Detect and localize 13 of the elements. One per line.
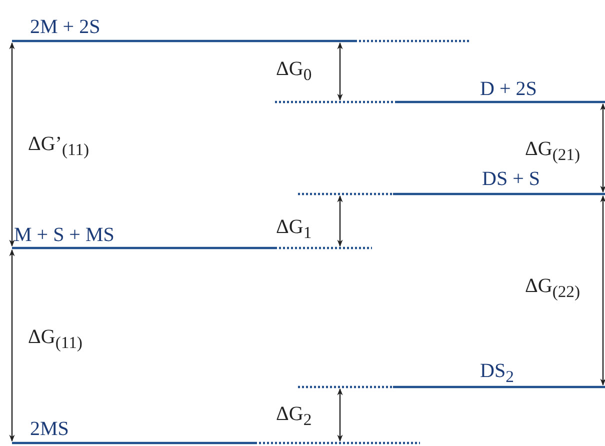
level-label: DS + S (482, 168, 540, 190)
energy-gap-label: ΔG$_{1}$ (276, 216, 312, 244)
level-label: 2MS (30, 418, 69, 440)
level-label: DS$_{2}$ (480, 360, 514, 388)
energy-gap-label: ΔG$_{2}$ (276, 403, 312, 431)
energy-gap-label: ΔG$_{0}$ (276, 58, 312, 86)
energy-gap-label: ΔG’$_{(11)}$ (28, 133, 90, 161)
level-label: M + S + MS (14, 224, 114, 246)
energy-gap-label: ΔG$_{(22)}$ (525, 275, 580, 303)
energy-gap-label: ΔG$_{(11)}$ (28, 326, 82, 354)
level-label: 2M + 2S (30, 16, 100, 38)
energy-gap-label: ΔG$_{(21)}$ (525, 138, 580, 166)
level-label: D + 2S (480, 78, 537, 100)
